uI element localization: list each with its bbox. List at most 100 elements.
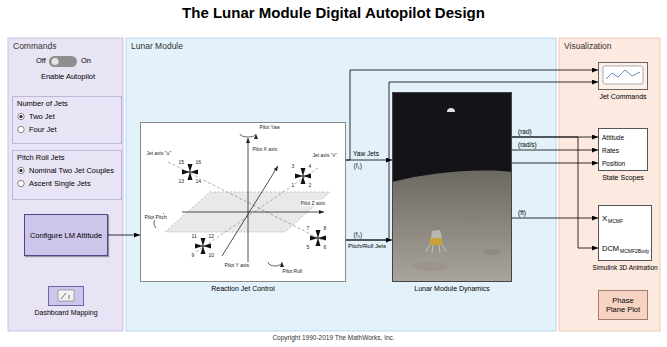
port-label: DCM <box>602 244 619 253</box>
copyright-caption: Copyright 1990-2019 The MathWorks, Inc. <box>272 334 394 342</box>
panel: Reaction Jet Control Lunar Module Dynamic… <box>126 38 556 331</box>
signal-line <box>512 163 598 164</box>
radio-button <box>18 167 24 173</box>
jet-number: 15 <box>178 159 185 165</box>
radio-button <box>19 169 22 172</box>
block-caption: Reaction Jet Control <box>211 285 274 293</box>
jet-number: 12 <box>208 233 215 239</box>
toggle-switch: OffOnEnable Autopilot <box>30 54 106 86</box>
jet-number: 13 <box>178 178 185 184</box>
signal-name: Yaw Jets <box>353 150 379 158</box>
signal-unit: (f₁) <box>353 162 362 170</box>
panel-title: Lunar Module <box>131 41 183 51</box>
moon-photo <box>392 170 512 282</box>
axis-label: Jet axis "v" <box>312 152 337 158</box>
block-caption: Dashboard Mapping <box>34 309 97 317</box>
moon-photo <box>458 210 486 218</box>
moon-photo <box>412 261 448 271</box>
scope-icon <box>603 66 643 84</box>
radio-label: Ascent Single Jets <box>29 179 91 188</box>
block-caption: State Scopes <box>602 174 644 182</box>
jet-diagram <box>140 122 346 282</box>
radio-label: Four Jet <box>29 125 57 134</box>
jet-number: 6 <box>323 244 327 250</box>
jet-diagram <box>196 168 318 252</box>
moon-photo <box>447 108 455 112</box>
jet-number: 16 <box>195 159 202 165</box>
signal-line <box>346 160 392 161</box>
scope-block: AttitudeRatesPositionState Scopes <box>598 128 648 171</box>
radio-button <box>19 115 22 118</box>
block-label: Phase Plane Plot <box>602 296 644 314</box>
block-caption: Jet Commands <box>599 93 646 101</box>
subsystem-block: Phase Plane Plot <box>598 290 648 320</box>
dashboard-icon <box>61 293 69 299</box>
group-title: Pitch Roll Jets <box>17 153 65 162</box>
axis-label: Jet axis "u" <box>146 150 172 156</box>
axis-label: Pilot X axis <box>252 146 278 152</box>
signal-line <box>346 82 598 240</box>
signal-line <box>108 235 140 236</box>
jet-diagram <box>140 122 346 282</box>
group-title: Number of Jets <box>17 99 68 108</box>
moon-photo <box>426 244 446 253</box>
dashboard-icon <box>48 286 84 306</box>
jet-number: 8 <box>323 225 327 231</box>
moon-photo <box>434 227 438 230</box>
jet-number: 11 <box>191 233 197 239</box>
radio-button <box>18 180 24 186</box>
signal-line <box>512 150 598 151</box>
port-subscript: MCMF <box>608 218 623 224</box>
toggle-switch <box>49 56 77 67</box>
scope-block: Jet Commands <box>598 62 648 90</box>
signal-line <box>512 137 598 248</box>
scope-icon <box>606 70 640 79</box>
jet-number: 1 <box>291 182 295 188</box>
axis-label: Pilot Z axis <box>300 200 325 206</box>
dashboard-icon <box>58 290 74 301</box>
jet-diagram <box>248 138 249 262</box>
toggle-switch <box>49 56 77 67</box>
block-caption: Lunar Module Dynamics <box>414 285 489 293</box>
jet-diagram <box>222 166 278 256</box>
radio-group: Pitch Roll JetsNominal Two Jet CouplesAs… <box>12 150 122 200</box>
block-label: Configure LM Attitude <box>30 231 102 240</box>
switch-label: Enable Autopilot <box>41 72 95 81</box>
subsystem-block: Lunar Module Dynamics <box>392 92 512 282</box>
port-label: X <box>602 214 607 224</box>
jet-diagram <box>268 262 282 266</box>
radio-label: Nominal Two Jet Couples <box>29 166 114 175</box>
signal-line <box>346 70 598 160</box>
signal-name: Pitch/Roll Jets <box>348 243 386 250</box>
axis-label: Pilot Yaw <box>259 124 280 130</box>
toggle-switch <box>51 58 59 66</box>
jet-number: 3 <box>291 163 295 169</box>
jet-number: 10 <box>208 252 215 258</box>
panel-title: Visualization <box>564 41 612 51</box>
moon-photo <box>410 197 430 203</box>
scope-icon <box>598 62 648 90</box>
port-label: Rates <box>602 147 619 155</box>
panel: OffOnEnable AutopilotNumber of JetsTwo J… <box>8 38 123 331</box>
port-subscript: MCMF2Body <box>620 248 649 254</box>
signal-name: (ft) <box>518 209 526 217</box>
radio-group: Number of JetsTwo JetFour Jet <box>12 96 122 144</box>
axis-label: Pilot Pitch <box>144 214 167 220</box>
panel-ground <box>8 38 123 331</box>
diagram-title: The Lunar Module Digital Autopilot Desig… <box>182 4 485 22</box>
signal-name: (rad) <box>518 128 532 136</box>
dashboard-icon <box>48 286 84 306</box>
panel: Jet CommandsAttitudeRatesPositionState S… <box>559 38 660 331</box>
jet-number: 5 <box>306 244 310 250</box>
block-caption: Simulink 3D Animation <box>593 264 658 272</box>
dashboard-block: Dashboard Mapping <box>48 286 84 306</box>
jet-diagram <box>168 162 322 240</box>
panel-title: Commands <box>13 41 56 51</box>
moon-photo <box>426 227 446 253</box>
jet-number: 2 <box>308 182 312 188</box>
jet-number: 7 <box>306 225 310 231</box>
radio-button <box>18 113 24 119</box>
switch-label: Off <box>36 56 46 65</box>
port-label: Attitude <box>602 134 624 142</box>
